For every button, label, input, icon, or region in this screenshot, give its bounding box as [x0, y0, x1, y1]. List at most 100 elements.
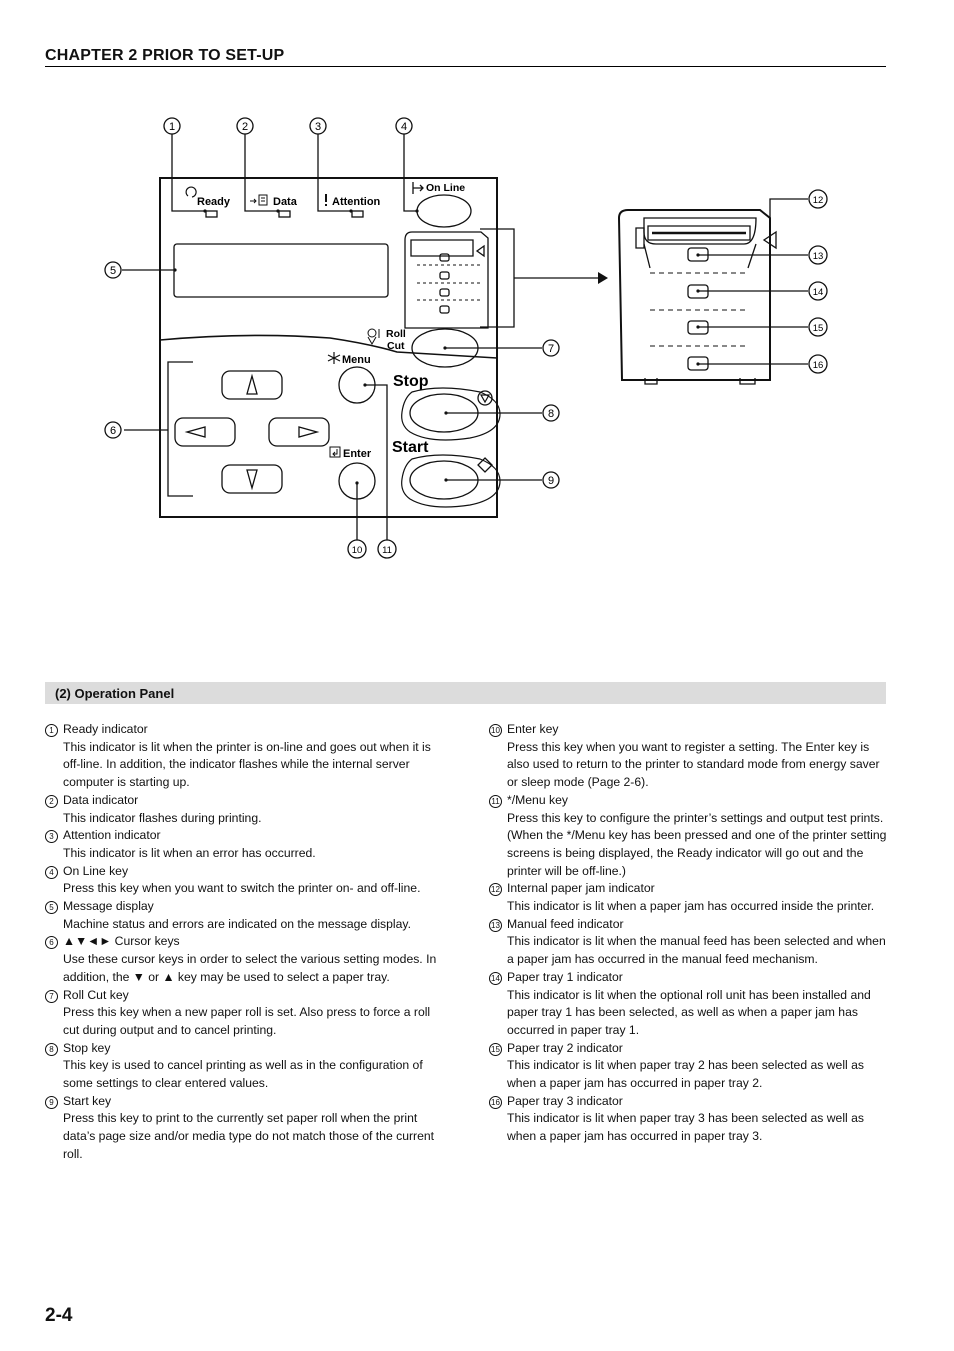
menu-label: Menu	[342, 354, 371, 366]
section-heading-bar: (2) Operation Panel	[45, 682, 886, 704]
item-description: This indicator is lit when paper tray 3 …	[507, 1111, 865, 1144]
online-label: On Line	[426, 182, 465, 194]
enter-icon	[329, 446, 341, 458]
callout-10: 10	[352, 545, 363, 556]
callout-16: 16	[813, 360, 824, 371]
item-title: */Menu key	[507, 792, 568, 807]
callout-12: 12	[813, 195, 824, 206]
enter-label: Enter	[343, 448, 372, 460]
chapter-heading: CHAPTER 2 PRIOR TO SET-UP	[45, 47, 285, 64]
item-number: 14	[489, 971, 502, 985]
callout-15: 15	[813, 323, 824, 334]
item-number: 5	[45, 901, 58, 915]
item-title: Paper tray 1 indicator	[507, 969, 623, 984]
stop-label: Stop	[393, 373, 429, 390]
cut-label: Cut	[387, 340, 405, 352]
item-description: Use these cursor keys in order to select…	[63, 952, 437, 984]
ready-label: Ready	[197, 196, 231, 208]
item-number: 15	[489, 1042, 502, 1056]
callout-4: 4	[401, 121, 407, 133]
item-description: This indicator is lit when the printer i…	[63, 739, 431, 790]
item-title: Internal paper jam indicator	[507, 881, 655, 896]
item-description: Press this key to print to the currently…	[63, 1111, 435, 1161]
chapter-rule	[45, 66, 886, 67]
item-description: Press this key when you want to register…	[507, 739, 880, 790]
online-icon	[412, 182, 424, 194]
item-title: ▲▼◄► Cursor keys	[63, 934, 180, 949]
roll-cut-icon	[367, 328, 380, 346]
item-number: 2	[45, 794, 58, 808]
item-title: Paper tray 3 indicator	[507, 1093, 623, 1108]
item-title: Data indicator	[63, 792, 139, 807]
attention-label: Attention	[332, 196, 381, 208]
item-number: 6	[45, 936, 58, 950]
item-description: Press this key when a new paper roll is …	[63, 1005, 431, 1037]
item-title: On Line key	[63, 863, 129, 878]
item-number: 4	[45, 865, 58, 879]
item-number: 8	[45, 1042, 58, 1056]
menu-asterisk-icon	[327, 352, 341, 364]
callout-9: 9	[548, 475, 554, 487]
callout-11: 11	[382, 545, 392, 556]
item-number: 3	[45, 830, 58, 844]
item-number: 7	[45, 989, 58, 1003]
item-title: Attention indicator	[63, 828, 161, 843]
item-title: Start key	[63, 1093, 112, 1108]
item-title: Manual feed indicator	[507, 916, 624, 931]
attention-icon	[325, 194, 327, 202]
item-title: Roll Cut key	[63, 987, 129, 1002]
item-description: This indicator is lit when paper tray 2 …	[507, 1058, 865, 1091]
item-description: Press this key when you want to switch t…	[63, 881, 421, 896]
section-title: (2) Operation Panel	[55, 686, 175, 701]
callout-1: 1	[169, 121, 175, 133]
item-description: This indicator flashes during printing.	[63, 810, 262, 825]
page-number: 2-4	[45, 1305, 73, 1326]
item-number: 12	[489, 883, 502, 897]
item-number: 9	[45, 1095, 58, 1109]
item-description: Press this key to configure the printer’…	[507, 810, 887, 878]
item-description: This indicator is lit when a paper jam h…	[507, 899, 875, 914]
callout-8: 8	[548, 408, 554, 420]
callout-2: 2	[242, 121, 248, 133]
item-title: Paper tray 2 indicator	[507, 1040, 623, 1055]
item-title: Message display	[63, 899, 154, 914]
data-icon	[250, 194, 268, 206]
callout-6: 6	[110, 425, 116, 437]
item-number: 10	[489, 724, 502, 737]
item-number: 1	[45, 724, 58, 737]
item-description: This indicator is lit when the manual fe…	[507, 934, 886, 967]
callout-5: 5	[110, 265, 116, 277]
item-title: Ready indicator	[63, 722, 148, 736]
operation-panel-diagram: Ready Data Attention On Line Roll Cut Me…	[104, 117, 828, 559]
item-number: 13	[489, 918, 502, 932]
callout-14: 14	[813, 287, 824, 298]
callout-7: 7	[548, 343, 554, 355]
item-title: Enter key	[507, 722, 559, 736]
item-description: Machine status and errors are indicated …	[63, 916, 411, 931]
roll-label: Roll	[386, 328, 406, 340]
callout-13: 13	[813, 251, 824, 262]
item-title: Stop key	[63, 1040, 111, 1055]
item-number: 11	[489, 794, 502, 808]
item-description: This indicator is lit when the optional …	[507, 987, 871, 1037]
item-description: This indicator is lit when an error has …	[63, 845, 316, 860]
callout-3: 3	[315, 121, 321, 133]
